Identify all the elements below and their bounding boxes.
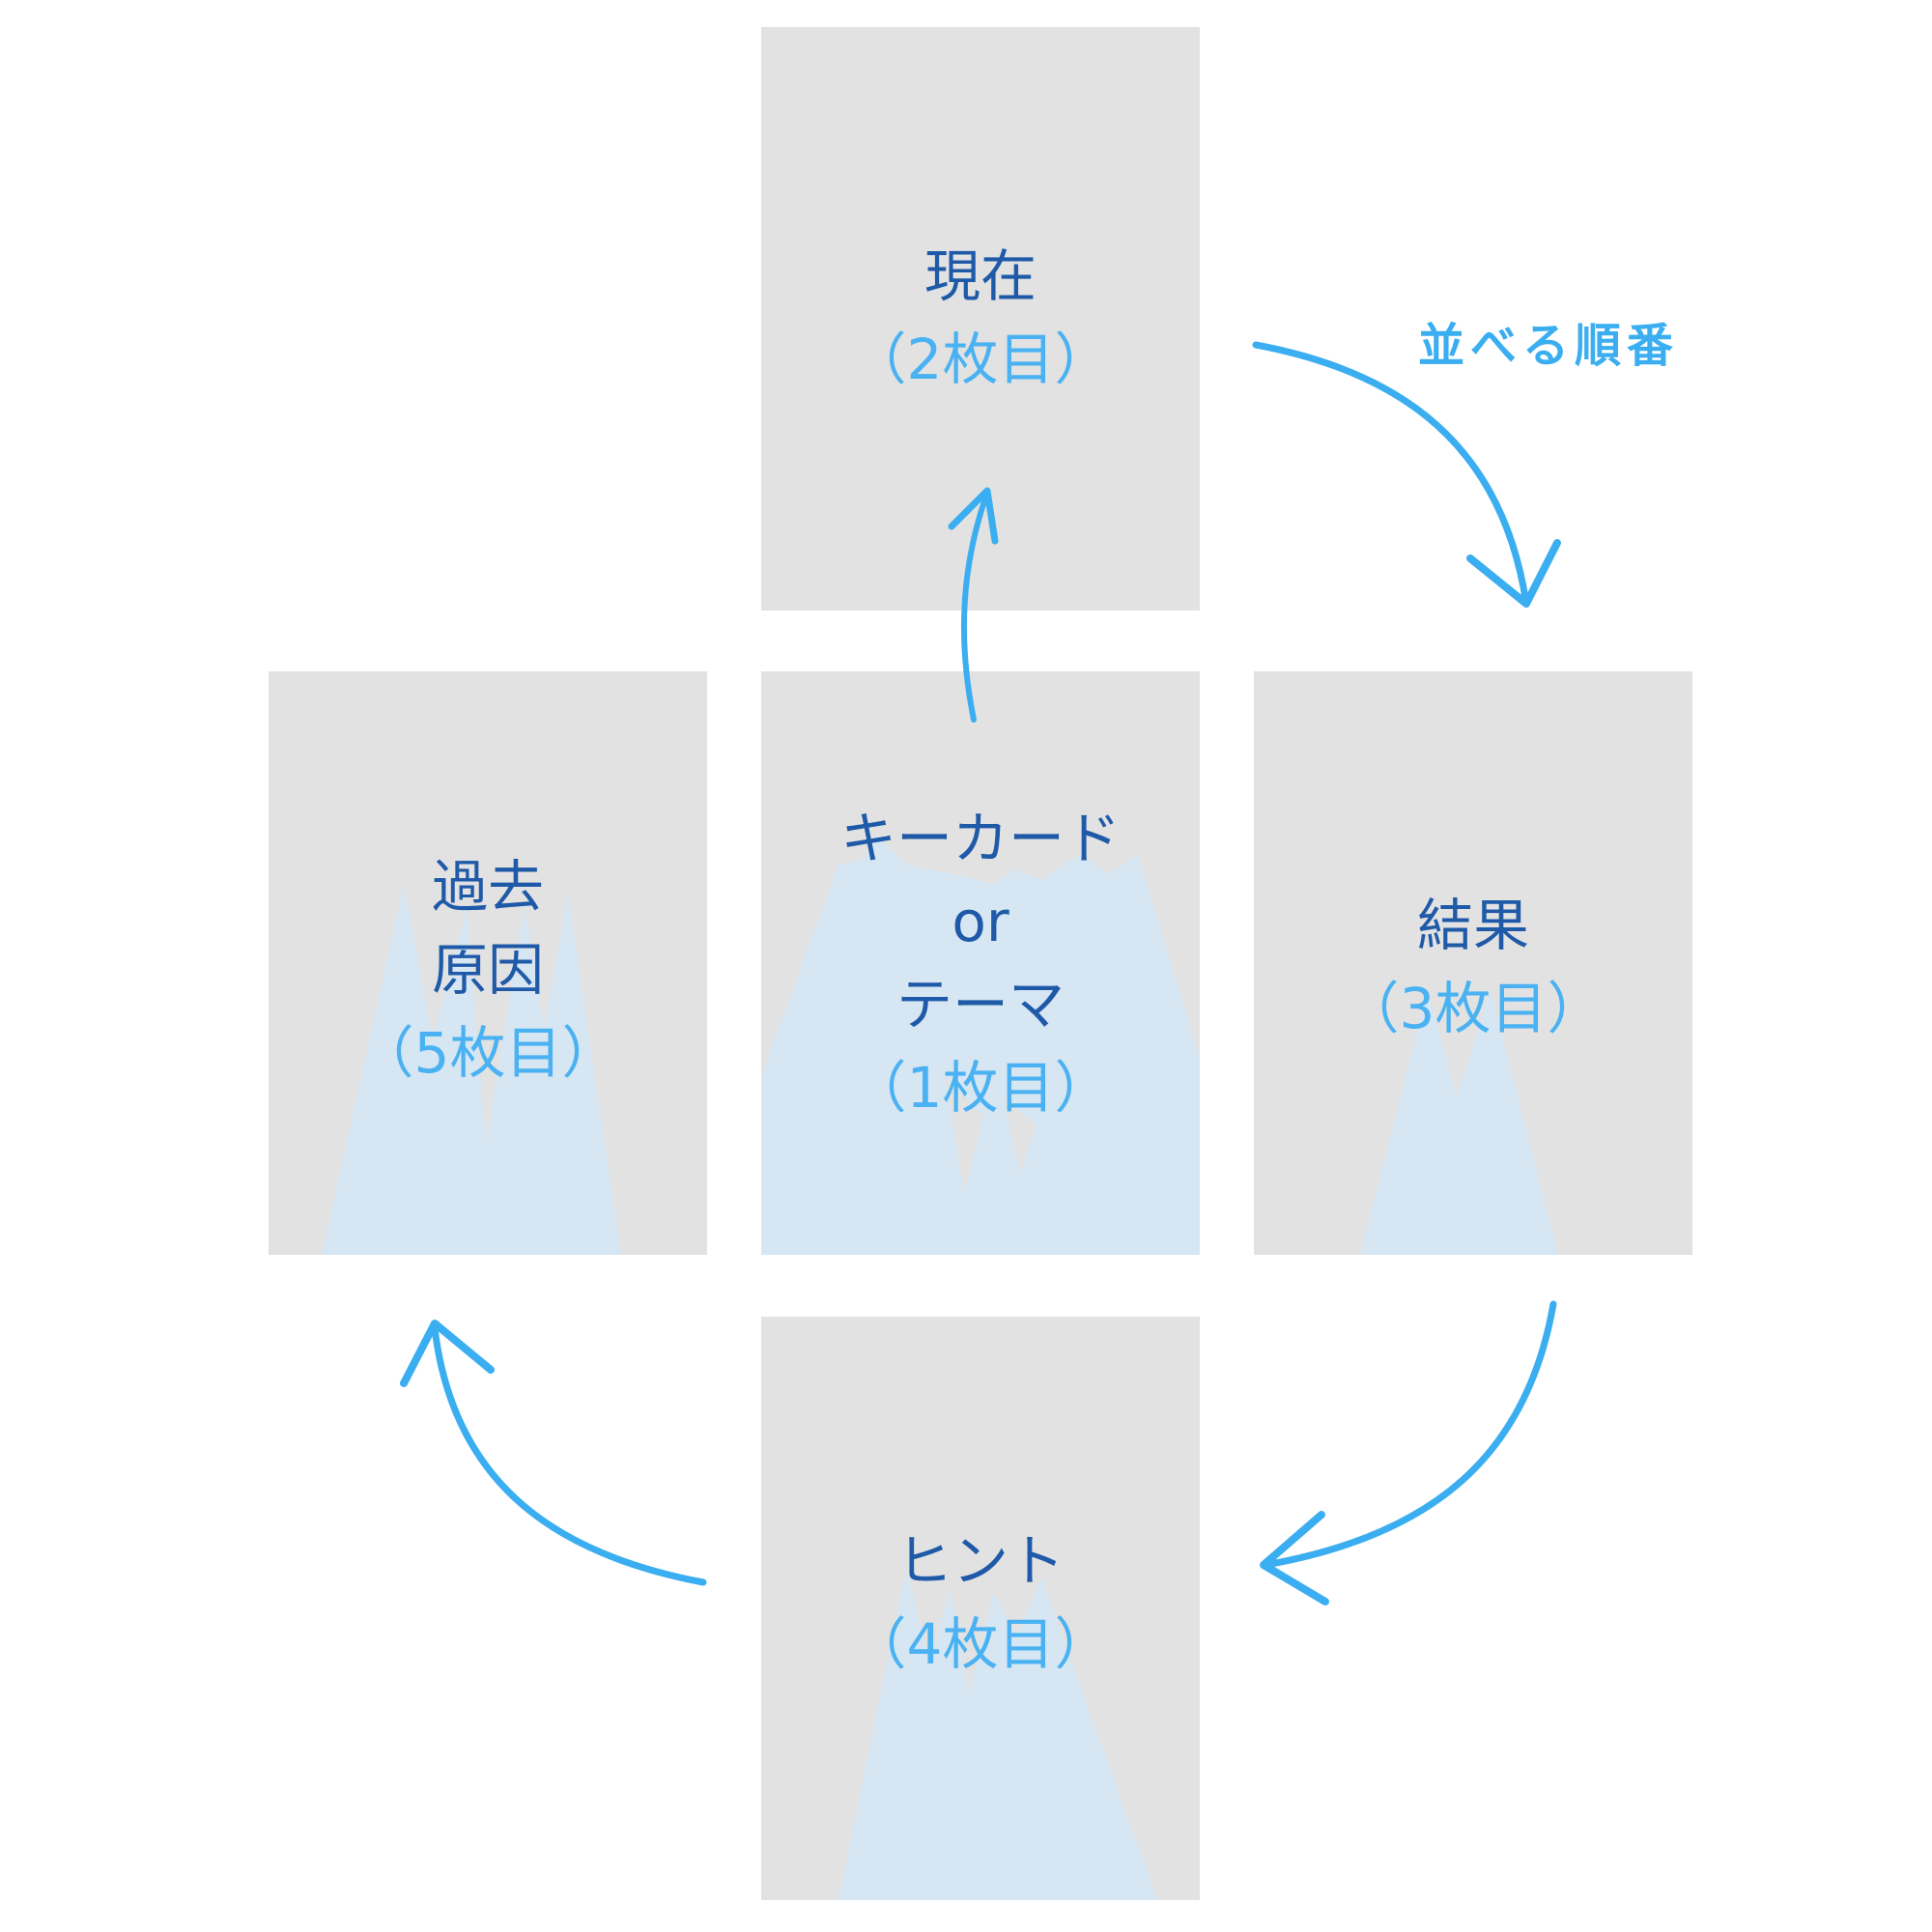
arrow-result-to-hint-head	[1260, 1511, 1329, 1605]
card-past-glow	[322, 884, 621, 1255]
card-key-count: （1枚目）	[850, 1055, 1111, 1121]
card-key-glow	[761, 836, 1200, 1255]
card-result-count: （3枚目）	[1343, 976, 1604, 1041]
card-result-glow	[1360, 990, 1558, 1255]
order-label: 並べる順番	[1418, 319, 1680, 373]
card-present-title: 現在	[923, 243, 1037, 309]
arrow-key-to-present	[960, 490, 990, 723]
card-result-label: 結果 （3枚目）	[1254, 884, 1692, 1050]
card-result-title: 結果	[1416, 893, 1529, 958]
card-key-title-1: キーカード	[839, 806, 1121, 871]
card-key-title-3: テーマ	[895, 972, 1065, 1037]
card-hint-glow	[838, 1568, 1157, 1900]
card-key-title-2: or	[952, 889, 1009, 954]
arrow-result-to-hint	[1262, 1300, 1557, 1569]
card-past-count: （5枚目）	[357, 1020, 618, 1086]
card-key: キーカード or テーマ （1枚目）	[761, 671, 1200, 1255]
card-past-title-1: 過去	[431, 854, 544, 920]
arrow-present-to-result	[1252, 341, 1530, 608]
arrow-hint-to-past-head	[400, 1320, 495, 1387]
card-past-label: 過去 原因 （5枚目）	[269, 845, 707, 1094]
card-present-count: （2枚目）	[850, 327, 1111, 392]
card-present-label: 現在 （2枚目）	[761, 235, 1200, 401]
card-result: 結果 （3枚目）	[1254, 671, 1692, 1255]
card-hint-label: ヒント （4枚目）	[761, 1520, 1200, 1686]
card-past: 過去 原因 （5枚目）	[269, 671, 707, 1255]
card-hint-count: （4枚目）	[850, 1611, 1111, 1677]
arrow-present-to-result-head	[1466, 539, 1561, 608]
arrow-key-to-present-head	[948, 487, 999, 545]
card-hint-title: ヒント	[895, 1528, 1065, 1594]
card-hint: ヒント （4枚目）	[761, 1317, 1200, 1900]
card-past-title-2: 原因	[431, 937, 544, 1003]
arrow-hint-to-past	[431, 1324, 707, 1586]
card-key-label: キーカード or テーマ （1枚目）	[761, 797, 1200, 1129]
